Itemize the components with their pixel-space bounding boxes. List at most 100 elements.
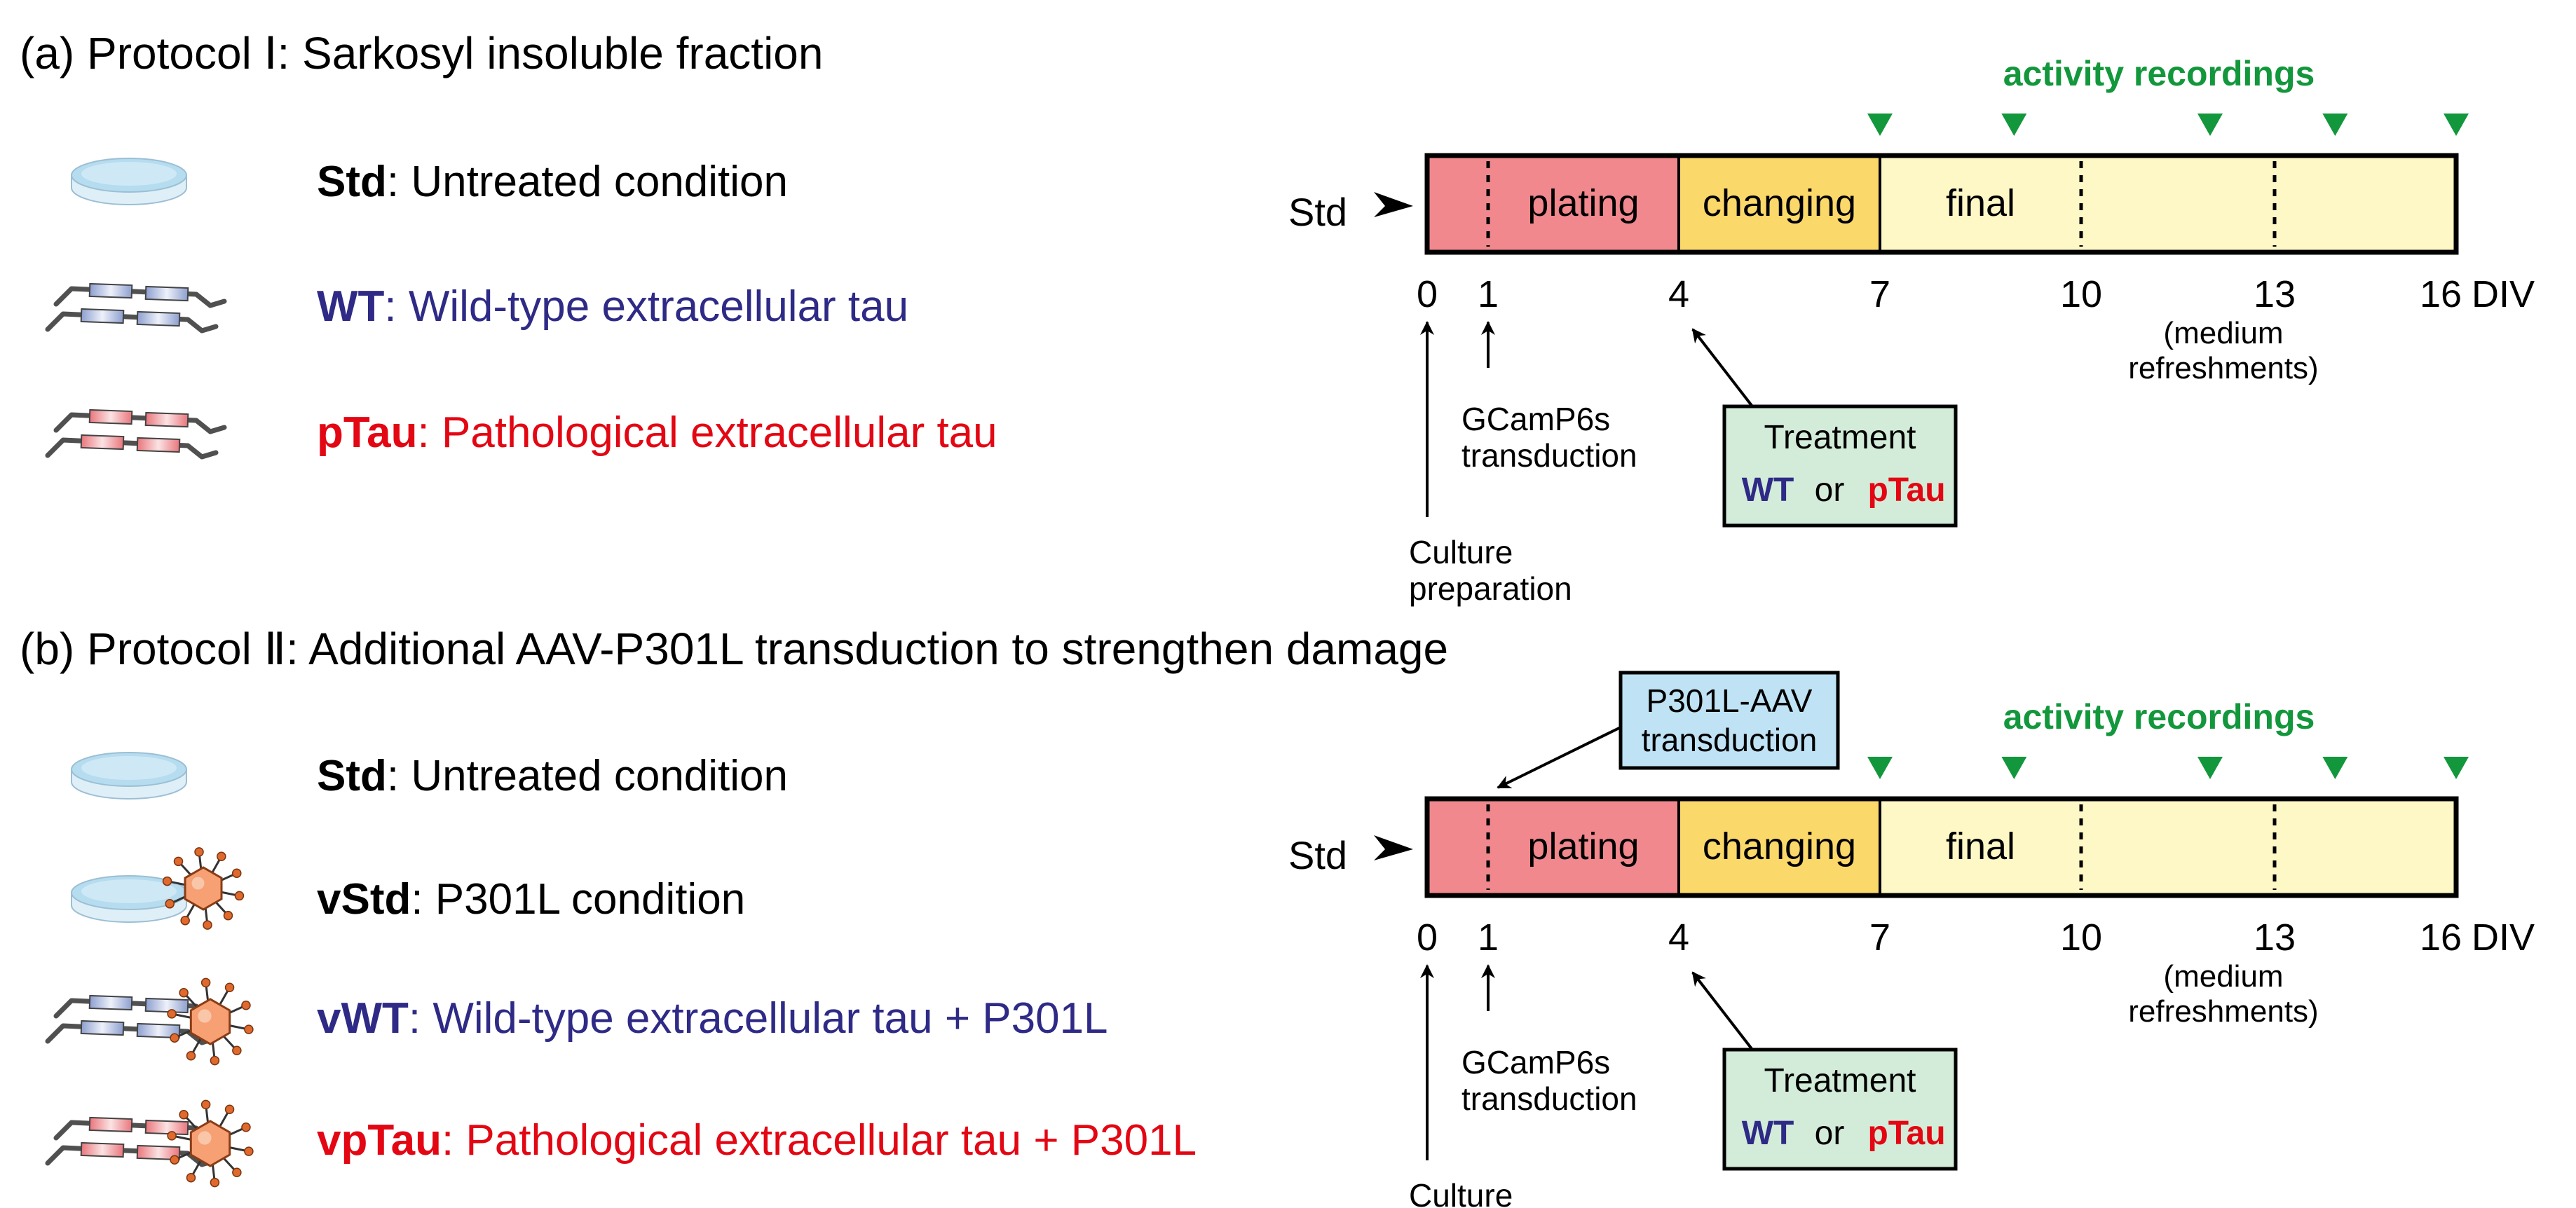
dish-medium [81,879,177,903]
protocol-2-panel: (b) Protocol Ⅱ: Additional AAV-P301L tra… [20,624,2535,1208]
legend-bold-label: Std [317,752,387,800]
virus-capsid [184,866,223,911]
phase-label-changing: changing [1703,182,1856,224]
tick-label: 10 [2060,273,2102,315]
virus-spike-tip [170,1033,179,1043]
fibril-segment [88,994,133,1011]
legend-item: pTau: Pathological extracellular tau [45,409,997,460]
virus-spike-tip [194,847,204,857]
aav-label: P301L-AAV [1647,682,1813,719]
phase-changing-bar [1679,156,1880,252]
virus-spike-tip [232,868,242,878]
fibril-strand [45,437,219,460]
fibril-segment [88,282,133,299]
phase-final-bar [1880,799,2456,895]
recording-marker-icon [2322,757,2348,779]
aav-arrow [1497,726,1621,789]
treatment-wt-label: WT [1742,472,1794,509]
fibril-segment [144,1119,189,1136]
treatment-box-frame [1722,404,1958,528]
virus-spike-tip [186,1173,196,1183]
virus-spike-tip [180,915,190,926]
phase-plating-bar [1427,799,1679,895]
petri-dish-icon [71,158,187,205]
legend-bold-label: vWT [317,994,409,1043]
tick-label: 4 [1668,273,1689,315]
virus-spike-tip [241,1122,251,1132]
std-pointer-icon [1374,192,1413,217]
legend-description: : P301L condition [411,875,745,924]
medium-label: (medium [2163,959,2283,994]
virus-spike-tip [162,876,172,886]
virus-icon [167,1099,254,1188]
fibril-segment [136,1144,181,1161]
refreshments-label: refreshments) [2128,994,2318,1029]
std-label: Std [1288,190,1347,234]
fibril-segment [80,1141,125,1158]
recording-marker-icon [1867,757,1893,779]
virus-capsid [189,998,231,1045]
legend-bold-label: vStd [317,875,411,924]
legend-bold-label: Std [317,158,387,206]
std-label: Std [1288,833,1347,877]
phase-label-final: final [1946,182,2015,224]
virus-spike-tip [167,1009,177,1019]
virus-spike-tip [210,1055,220,1066]
phase-plating-bar [1427,156,1679,252]
protocol-1-title: (a) Protocol Ⅰ: Sarkosyl insoluble fract… [20,28,823,78]
legend-item: vStd: P301L condition [71,847,745,930]
tick-label: 7 [1869,917,1890,959]
virus-spike-tip [173,856,184,867]
fibril-segment [80,1020,125,1036]
fibril-segment [136,1022,181,1039]
tick-label: 16 [2420,917,2462,959]
virus-spike-tip [210,1177,220,1188]
activity-recordings-label: activity recordings [2003,697,2315,736]
timeline-frame [1424,796,2459,898]
fibril-strand [45,311,219,334]
activity-recordings-label: activity recordings [2003,54,2315,93]
tick-label: 1 [1478,273,1499,315]
legend-bold-label: vpTau [317,1116,442,1165]
phase-label-plating: plating [1527,825,1639,867]
protocol-2-title: (b) Protocol Ⅱ: Additional AAV-P301L tra… [20,624,1448,674]
virus-spike-tip [203,920,212,930]
legend-text: vWT: Wild-type extracellular tau + P301L [317,994,1108,1043]
recording-marker-icon [2322,114,2348,136]
virus-icon [162,847,245,930]
div-unit-label: DIV [2472,273,2535,315]
legend-item: Std: Untreated condition [71,158,788,206]
gcamp-label: GCamP6s [1461,401,1610,437]
fibril-segment [136,310,181,327]
div-unit-label: DIV [2472,917,2535,959]
virus-spike-tip [244,1024,254,1034]
legend-text: Std: Untreated condition [317,752,788,800]
culture-label: Culture [1409,1177,1513,1208]
treatment-arrow [1691,971,1754,1051]
virus-capsid [189,1120,231,1167]
recording-marker-icon [2001,757,2027,779]
recording-marker-icon [2001,114,2027,136]
virus-spike-tip [232,1045,242,1056]
tick-label: 0 [1417,917,1438,959]
treatment-or-label: or [1815,472,1845,509]
phase-label-final: final [1946,825,2015,867]
virus-highlight [191,877,205,890]
recording-marker-icon [1867,114,1893,136]
tau-fibril-icon [45,282,227,334]
legend-description: : Pathological extracellular tau [418,409,997,457]
medium-label: (medium [2163,316,2283,350]
tick-label: 1 [1478,917,1499,959]
legend-text: vpTau: Pathological extracellular tau + … [317,1116,1197,1165]
legend-text: pTau: Pathological extracellular tau [317,409,997,457]
virus-spike-tip [179,987,189,998]
aav-transduction-label: transduction [1642,722,1818,758]
fibril-segment [88,1116,133,1133]
legend-item: WT: Wild-type extracellular tau [45,282,908,334]
legend-text: Std: Untreated condition [317,158,788,206]
timeline-frame [1424,153,2459,255]
